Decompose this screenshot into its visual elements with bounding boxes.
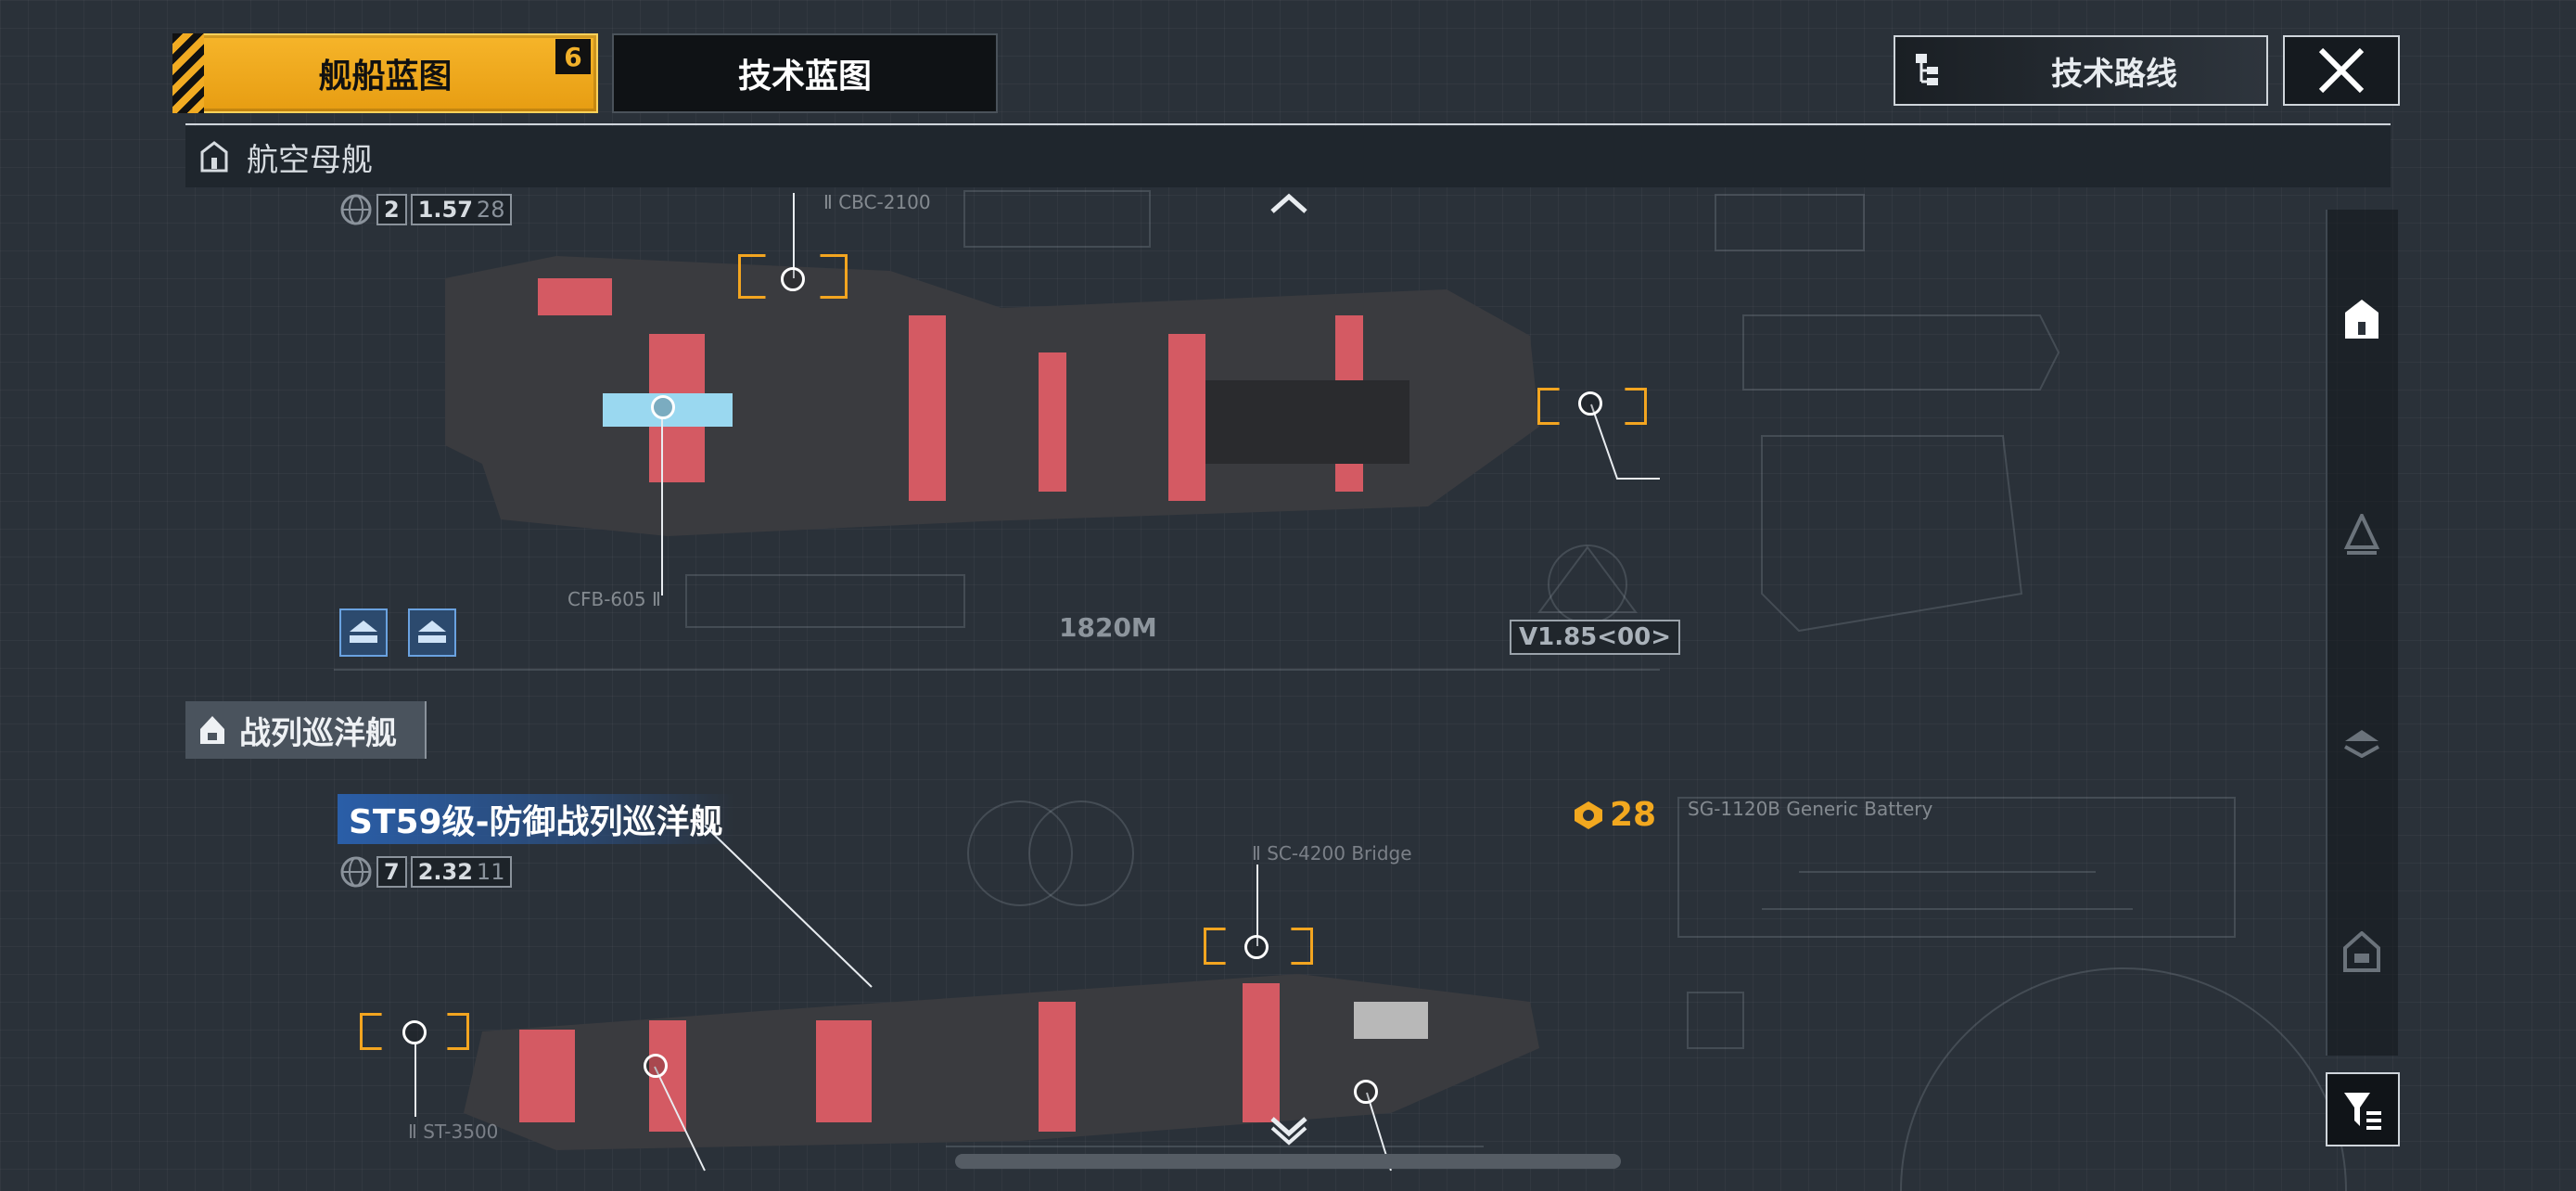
expand-chevron-button[interactable]	[1267, 1113, 1311, 1150]
label-cbc: Ⅱ CBC-2100	[823, 191, 931, 213]
hangar-icon	[418, 621, 446, 643]
ship-title[interactable]: ST59级-防御战列巡洋舰	[338, 794, 734, 844]
ship2-stats: 7 2.32 11	[339, 855, 513, 889]
close-button[interactable]	[2283, 35, 2400, 106]
tab-ship-blueprint[interactable]: 舰船蓝图 6	[172, 33, 598, 113]
ship2-value-main: 2.32	[417, 859, 473, 885]
carrier-value: 1.57 28	[410, 194, 513, 225]
hotspot-node[interactable]	[1354, 1080, 1378, 1104]
class-filter-panel	[2326, 210, 2398, 1056]
header-divider	[185, 123, 2391, 125]
ship-title-text: ST59级-防御战列巡洋舰	[349, 803, 723, 841]
section-battlecruiser-label: 战列巡洋舰	[239, 714, 397, 752]
tech-route-button[interactable]: 技术路线	[1894, 35, 2268, 106]
battlecruiser-class-icon	[200, 716, 224, 744]
ship-score: 28	[1573, 796, 1656, 834]
label-sc: Ⅱ SC-4200 Bridge	[1252, 842, 1412, 864]
hotspot-node[interactable]	[644, 1054, 668, 1078]
tab-ship-blueprint-label: 舰船蓝图	[318, 58, 453, 96]
carrier-tier: 2	[376, 194, 407, 225]
label-st: Ⅱ ST-3500	[408, 1121, 499, 1143]
class-filter-destroyer[interactable]	[2326, 705, 2398, 779]
close-icon	[2318, 47, 2365, 94]
home-indicator[interactable]	[955, 1154, 1621, 1169]
hotspot-node[interactable]	[651, 395, 675, 419]
section-header-carrier[interactable]: 航空母舰	[185, 126, 2391, 187]
tab-tech-blueprint[interactable]: 技术蓝图	[612, 33, 998, 113]
chevron-down-icon	[1270, 1117, 1307, 1146]
class-filter-cruiser[interactable]	[2326, 915, 2398, 989]
carrier-icon	[2345, 300, 2378, 339]
ship-score-value: 28	[1610, 796, 1657, 834]
filter-button[interactable]	[2326, 1072, 2400, 1146]
rank-emblem-icon	[1575, 800, 1602, 829]
label-cfb: CFB-605 Ⅱ	[567, 588, 661, 610]
count-badge: 6	[555, 39, 591, 74]
filter-icon	[2344, 1093, 2381, 1130]
hotspot-node[interactable]	[781, 267, 805, 291]
hotspot-node[interactable]	[1578, 391, 1602, 416]
hotspot-node[interactable]	[402, 1020, 427, 1044]
carrier-version: V1.85<00>	[1510, 620, 1681, 655]
tree-list-icon	[1916, 54, 1938, 85]
carrier-length: 1820M	[1059, 612, 1157, 643]
globe-icon	[340, 194, 372, 225]
carrier-stats: 2 1.57 28	[339, 193, 513, 226]
section-header-battlecruiser[interactable]: 战列巡洋舰	[185, 701, 427, 759]
carrier-value-suffix: 28	[476, 197, 505, 223]
tab-accent-stripe	[172, 33, 204, 113]
class-filter-carrier[interactable]	[2326, 282, 2398, 356]
hangar-icon	[350, 621, 377, 643]
class-filter-frigate[interactable]	[2326, 497, 2398, 571]
tech-route-label: 技术路线	[2051, 55, 2177, 93]
ship2-value-suffix: 11	[476, 859, 505, 885]
frigate-icon	[2343, 514, 2380, 555]
ship2-value: 2.32 11	[410, 856, 513, 888]
destroyer-icon	[2344, 730, 2379, 758]
hotspot-node[interactable]	[1244, 935, 1269, 959]
hangar-button-1[interactable]	[339, 608, 388, 657]
globe-icon	[340, 856, 372, 888]
carrier-value-main: 1.57	[417, 197, 473, 223]
cruiser-icon	[2343, 931, 2380, 972]
carrier-class-icon	[200, 141, 228, 173]
collapse-chevron-button[interactable]	[1267, 189, 1311, 221]
hotspot-bracket	[1537, 388, 1647, 425]
ship2-tier: 7	[376, 856, 407, 888]
label-sg: SG-1120B Generic Battery	[1688, 798, 1933, 820]
hangar-button-2[interactable]	[408, 608, 456, 657]
section-carrier-label: 航空母舰	[247, 141, 373, 179]
chevron-up-icon	[1270, 193, 1307, 213]
tab-tech-blueprint-label: 技术蓝图	[737, 58, 872, 96]
